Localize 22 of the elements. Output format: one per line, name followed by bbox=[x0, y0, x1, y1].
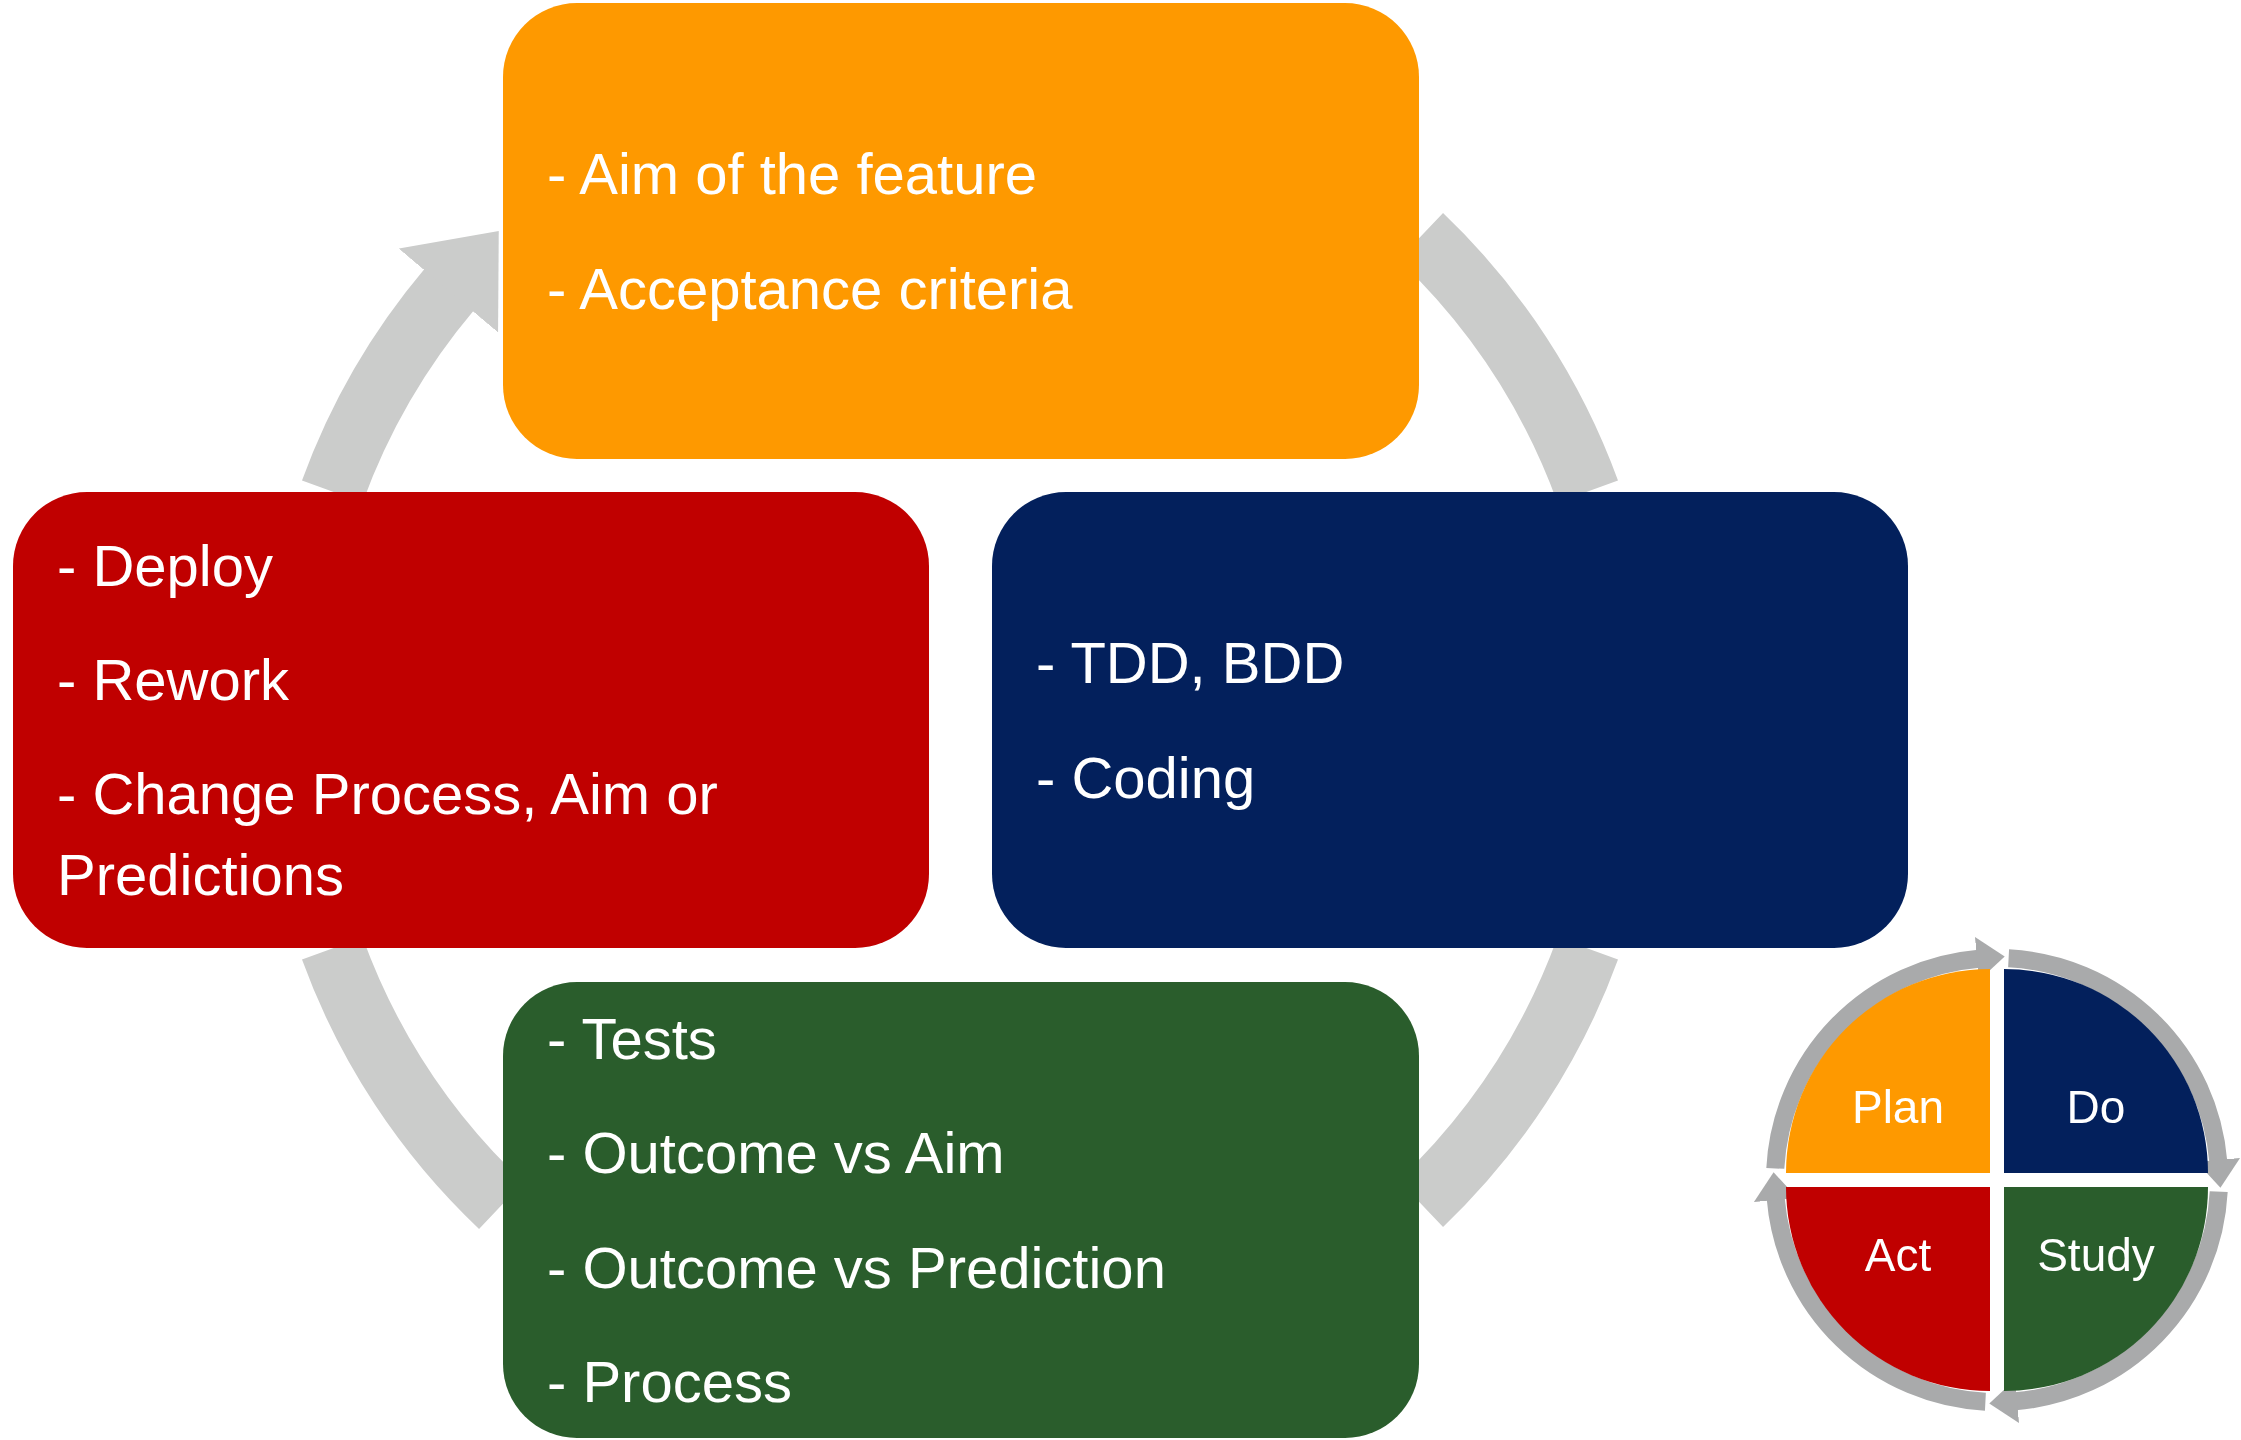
segment-label: Do bbox=[2066, 1084, 2126, 1130]
process-box bbox=[992, 492, 1908, 948]
ring-arrow bbox=[2007, 949, 2240, 1188]
ring-arrow bbox=[1989, 1190, 2228, 1423]
bullet-text: - TDD, BDD bbox=[1036, 629, 1346, 698]
ring-arrow bbox=[1766, 937, 2005, 1170]
process-box bbox=[13, 492, 929, 948]
segment-label: Plan bbox=[1851, 1084, 1945, 1130]
bullet-text: - Acceptance criteria bbox=[547, 254, 1074, 323]
bullet-text: - Coding bbox=[1036, 743, 1257, 812]
bullet-text: - Change Process, Aim or Predictions bbox=[57, 760, 719, 910]
bullet-text: - Aim of the feature bbox=[547, 140, 1039, 209]
process-box bbox=[503, 982, 1419, 1438]
bullet-text: - Tests bbox=[547, 1005, 718, 1074]
bullet-text: - Deploy bbox=[57, 531, 274, 600]
bullet-text: - Process bbox=[547, 1347, 793, 1416]
bullet-text: - Rework bbox=[57, 645, 291, 714]
segment-label: Act bbox=[1864, 1232, 1932, 1278]
bullet-text: - Outcome vs Aim bbox=[547, 1119, 1006, 1188]
process-box bbox=[503, 3, 1419, 459]
ring-arrow bbox=[1754, 1172, 1987, 1411]
bullet-text: - Outcome vs Prediction bbox=[547, 1233, 1167, 1302]
